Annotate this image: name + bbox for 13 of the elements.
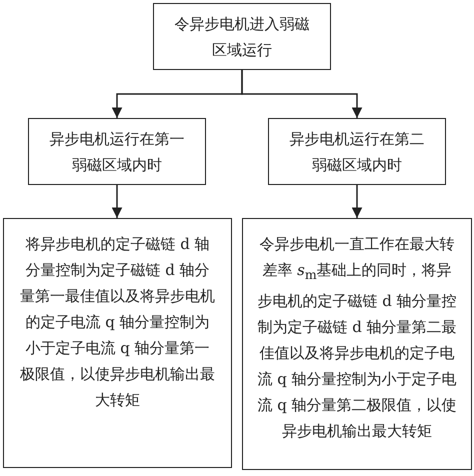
process-box xyxy=(3,218,232,468)
arrow xyxy=(241,70,362,118)
process-box xyxy=(242,218,472,470)
process-box xyxy=(268,118,446,185)
box-text: 令异步电机一直工作在最大转差率 s$_{m}$基础上的同时，将异步电机的定子磁链 d 轴分量控制为定子磁链 d 轴分量第二最佳值以及将异步电机的定子电流 q 轴分量控制为小于定子电流 q 轴分量第二极限值，以使异步电机输出最大转矩 xyxy=(256,234,458,442)
box-text: 异步电机运行在第一弱磁区域内时 xyxy=(48,128,186,176)
arrow xyxy=(352,185,362,218)
process-box xyxy=(153,3,331,70)
process-box xyxy=(28,118,206,185)
arrow xyxy=(112,185,122,218)
box-text: 将异步电机的定子磁链 d 轴分量控制为定子磁链 d 轴分量第一最佳值以及将异步电机的定子电流 q 轴分量控制为小于定子电流 q 轴分量第一极限值，以使异步电机输出最大转矩 xyxy=(19,234,216,411)
box-text: 异步电机运行在第二弱磁区域内时 xyxy=(288,128,426,176)
box-text: 令异步电机进入弱磁区域运行 xyxy=(174,14,310,60)
